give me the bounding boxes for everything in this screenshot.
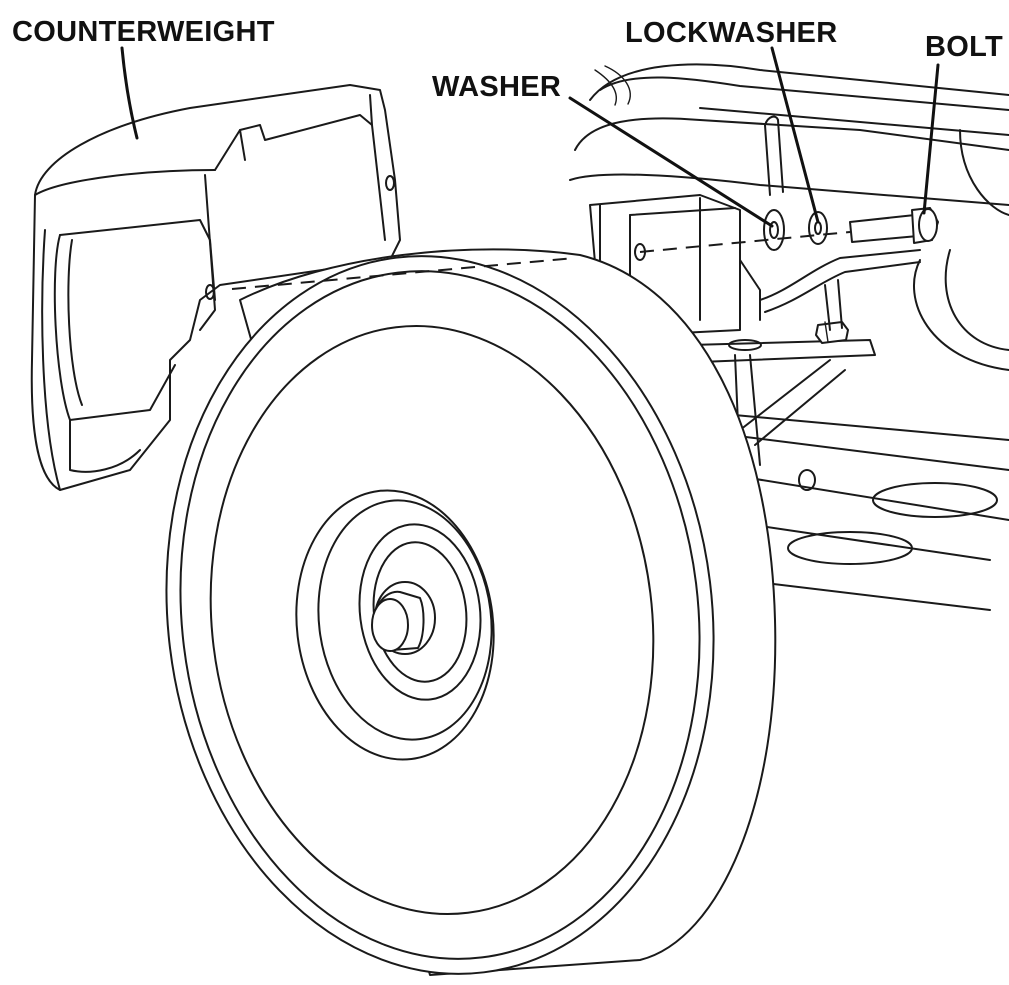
- counterweight: [30, 84, 401, 491]
- alignment-lines: [231, 231, 851, 290]
- counterweight-leader: [120, 46, 139, 140]
- fasteners: [763, 207, 939, 251]
- label-washer: WASHER: [432, 71, 561, 103]
- label-lockwasher: LOCKWASHER: [625, 17, 837, 49]
- bolt-part: [849, 207, 939, 244]
- label-counterweight: COUNTERWEIGHT: [12, 16, 275, 48]
- wheel: [165, 248, 777, 976]
- lockwasher-leader: [770, 46, 820, 224]
- bolt-leader: [922, 63, 940, 215]
- washer-part: [763, 209, 785, 251]
- leader-lines: [120, 46, 940, 228]
- label-bolt: BOLT: [925, 31, 1003, 63]
- callout-labels: COUNTERWEIGHT WASHER LOCKWASHER BOLT: [12, 16, 1003, 103]
- washer-leader: [568, 96, 774, 228]
